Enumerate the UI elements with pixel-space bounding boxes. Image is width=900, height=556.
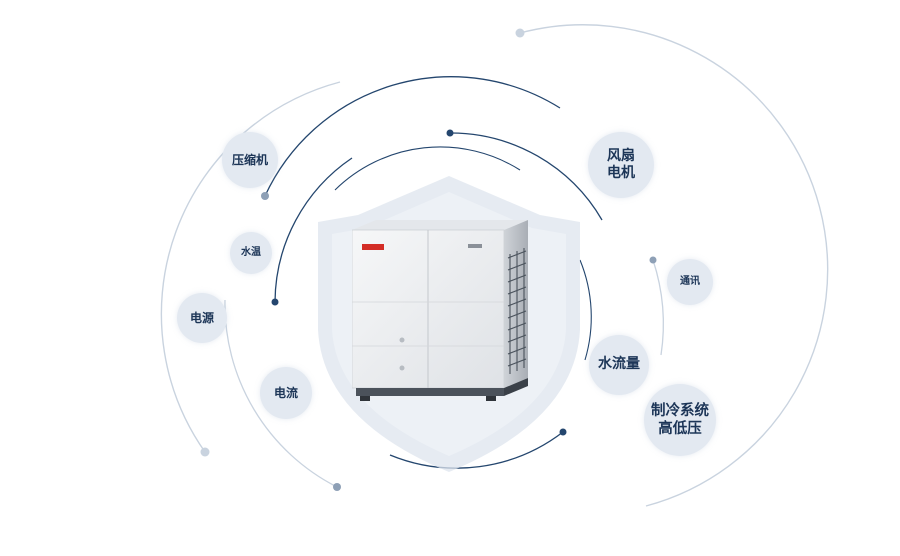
water-temp-label: 水温 (241, 246, 261, 258)
water-flow-bubble: 水流量 (589, 335, 649, 395)
ring2-arc-right (652, 259, 664, 356)
ring3-arc-top-right-dot (446, 129, 454, 137)
compressor-label: 压缩机 (231, 152, 268, 167)
ring2-arc-top-dot (261, 192, 269, 200)
ring4-arc-top (334, 146, 521, 191)
ring2-arc-bottom-left (224, 299, 338, 488)
power-bubble: 电源 (177, 293, 227, 343)
refrigerant-pressure-label-line2: 高低压 (658, 421, 702, 437)
fan-motor-label-line2: 电机 (607, 165, 635, 181)
ring3-arc-top-right (449, 132, 603, 221)
power-label: 电源 (189, 310, 214, 325)
refrigerant-pressure-bubble: 制冷系统 高低压 (644, 384, 716, 456)
outer-arc-left (160, 81, 341, 453)
ring3-arc-left-dot (271, 298, 279, 306)
fan-motor-bubble: 风扇 电机 (588, 132, 654, 198)
outer-arc-left-dot (200, 447, 210, 457)
outer-arc-right (519, 24, 829, 507)
water-temp-bubble: 水温 (230, 232, 272, 274)
ring2-arc-bottom-left-dot (333, 483, 341, 491)
compressor-bubble: 压缩机 (222, 132, 278, 188)
ring2-arc-right-dot (649, 256, 657, 264)
ring3-arc-left (274, 157, 353, 303)
ring2-arc-top (264, 76, 561, 197)
ring4-arc-right (579, 259, 592, 361)
current-bubble: 电流 (260, 367, 312, 419)
outer-arc-right-dot (515, 28, 525, 38)
water-flow-label: 水流量 (598, 356, 640, 373)
communication-label: 通讯 (680, 275, 700, 287)
current-label: 电流 (273, 385, 298, 400)
refrigerant-pressure-label-line1: 制冷系统 (651, 402, 709, 419)
communication-bubble: 通讯 (667, 259, 713, 305)
fan-motor-label-line1: 风扇 (607, 147, 635, 164)
ring3-arc-bottom-right-dot (559, 428, 567, 436)
ring3-arc-bottom-right (389, 431, 564, 469)
outdoor-ac-unit-illustration (352, 220, 528, 401)
